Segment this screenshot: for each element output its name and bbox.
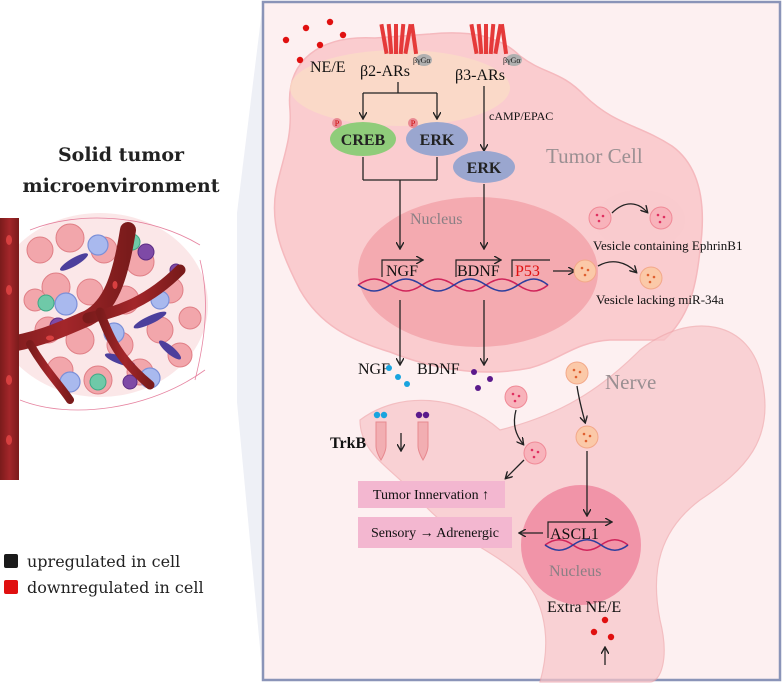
tumor-microenvironment-illustration bbox=[0, 213, 208, 480]
camp-epac-label: cAMP/EPAC bbox=[489, 109, 553, 123]
beta2-ars-label: β2-ARs bbox=[360, 63, 410, 80]
erk-label-b2: ERK bbox=[420, 132, 455, 149]
creb-phospho-icon bbox=[332, 118, 342, 128]
b2-branch-arrows bbox=[363, 82, 437, 118]
ascl1-gene-marker bbox=[547, 522, 611, 538]
erk-phospho-label: P bbox=[411, 119, 416, 128]
bdnf-dots bbox=[471, 369, 493, 391]
legend-label-down: downregulated in cell bbox=[27, 577, 204, 597]
tumor-cell-label: Tumor Cell bbox=[546, 144, 643, 168]
beta2-receptor-icon bbox=[379, 23, 419, 55]
bdnf-gene-label: BDNF bbox=[457, 263, 500, 280]
vesicle-ephrin-icons bbox=[588, 203, 673, 230]
trkb-label: TrkB bbox=[330, 435, 366, 452]
vesicle-mir-label: Vesicle lacking miR-34a bbox=[596, 292, 724, 307]
extra-ne-e-label: Extra NE/E bbox=[547, 599, 621, 616]
tumor-nucleus-label: Nucleus bbox=[410, 211, 462, 228]
extra-ne-e-dots bbox=[590, 616, 615, 641]
creb-label: CREB bbox=[341, 132, 386, 149]
g-protein-label-b3: βγGα bbox=[503, 56, 521, 65]
trkb-receptor-icon bbox=[373, 411, 430, 461]
panel-title: Solid tumor microenvironment bbox=[12, 140, 230, 202]
legend-swatch-down bbox=[4, 580, 18, 594]
legend-row-up: upregulated in cell bbox=[4, 548, 204, 574]
secretion-arrows bbox=[400, 300, 484, 364]
nerve-label: Nerve bbox=[605, 370, 656, 394]
nerve-nucleus bbox=[521, 485, 641, 605]
ne-e-ligands bbox=[282, 18, 347, 64]
beta3-ars-label: β3-ARs bbox=[455, 67, 505, 84]
gene-markers bbox=[381, 260, 550, 277]
bdnf-secreted-label: BDNF bbox=[417, 361, 460, 378]
tumor-innervation-box bbox=[358, 481, 505, 508]
sensory-adrenergic-label: Sensory → Adrenergic bbox=[371, 526, 499, 541]
creb-phospho-label: P bbox=[335, 119, 340, 128]
legend-row-down: downregulated in cell bbox=[4, 574, 204, 600]
panel-title-line2: microenvironment bbox=[22, 175, 220, 197]
g-protein-label-b2: βγGα bbox=[413, 56, 431, 65]
legend: upregulated in cell downregulated in cel… bbox=[4, 548, 204, 600]
nerve-vesicles bbox=[504, 361, 599, 465]
vesicle-mir-icons bbox=[573, 259, 663, 290]
ne-e-label: NE/E bbox=[310, 59, 346, 76]
zoom-wedge bbox=[237, 2, 263, 680]
creb-erk-merge-arrows bbox=[362, 157, 484, 248]
ngf-gene-label: NGF bbox=[386, 263, 418, 280]
erk-label-b3: ERK bbox=[467, 160, 502, 177]
ascl1-gene-label: ASCL1 bbox=[550, 526, 599, 543]
sensory-adrenergic-box bbox=[358, 517, 512, 548]
panel-title-line1: Solid tumor bbox=[57, 144, 185, 166]
erk-node-b2 bbox=[406, 122, 468, 156]
ngf-secreted-label: NGF bbox=[358, 361, 390, 378]
tumor-innervation-label: Tumor Innervation ↑ bbox=[373, 488, 489, 503]
creb-node bbox=[330, 122, 396, 156]
dna-strand-nerve bbox=[544, 538, 629, 552]
erk-phospho-icon bbox=[408, 118, 418, 128]
nerve-nucleus-label: Nucleus bbox=[549, 563, 601, 580]
ngf-dots bbox=[386, 365, 410, 387]
beta3-receptor-icon bbox=[469, 23, 509, 55]
g-protein-icon bbox=[416, 54, 432, 66]
vesicle-ephrin-label: Vesicle containing EphrinB1 bbox=[593, 238, 742, 253]
legend-label-up: upregulated in cell bbox=[27, 551, 181, 571]
p53-gene-label: P53 bbox=[515, 263, 540, 280]
nerve-arrows bbox=[401, 385, 605, 665]
g-protein-icon-b3 bbox=[506, 54, 522, 66]
erk-node-b3 bbox=[453, 151, 515, 183]
dna-strand-tumor bbox=[357, 278, 549, 292]
tumor-nucleus bbox=[358, 197, 598, 347]
legend-swatch-up bbox=[4, 554, 18, 568]
